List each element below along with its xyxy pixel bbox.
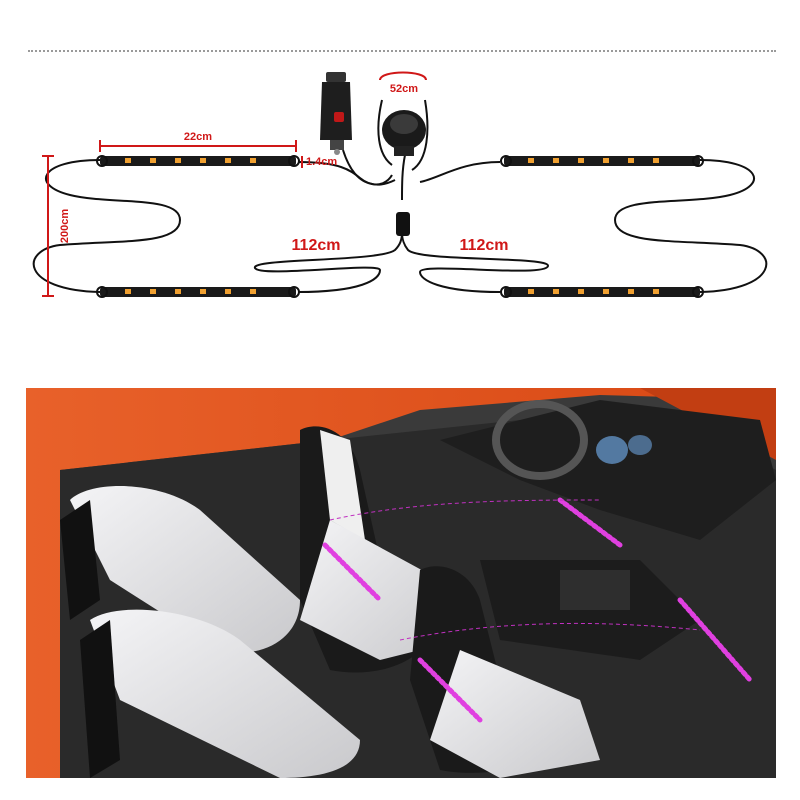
label-center-cable: 52cm bbox=[390, 83, 418, 95]
rear-seat-left bbox=[70, 486, 300, 653]
rear-seat-right bbox=[90, 609, 360, 778]
steering-wheel bbox=[492, 400, 588, 480]
wiring-diagram: 22cm 1.4cm 52cm 200cm 112cm 112cm bbox=[32, 71, 768, 298]
cable-branch-right bbox=[401, 231, 550, 293]
led-glow-strips bbox=[322, 497, 753, 723]
top-dotted-border bbox=[28, 50, 776, 52]
led-glow-right-front bbox=[557, 497, 623, 548]
led-wire-guides bbox=[329, 499, 701, 641]
label-strip-width: 1.4cm bbox=[306, 156, 337, 168]
car-body bbox=[26, 388, 776, 778]
strip-bottom-right bbox=[500, 286, 704, 298]
strip-top-left bbox=[96, 155, 300, 167]
controller-box-icon bbox=[382, 110, 426, 156]
cable-top-right bbox=[419, 161, 501, 183]
cigarette-plug-icon bbox=[320, 72, 352, 155]
led-glow-left-rear bbox=[417, 657, 483, 723]
cable-52cm-left bbox=[377, 99, 393, 166]
measure-lines bbox=[42, 71, 427, 297]
splitter-icon bbox=[396, 212, 410, 236]
led-glow-left-front bbox=[322, 542, 383, 603]
cable-branch-left bbox=[253, 231, 403, 293]
cable-52cm-right bbox=[411, 99, 429, 171]
label-branch-left: 112cm bbox=[292, 237, 341, 254]
cable-trunk bbox=[401, 154, 406, 201]
label-branch-right: 112cm bbox=[460, 237, 509, 254]
strip-bottom-left bbox=[96, 286, 300, 298]
dashboard bbox=[440, 400, 776, 540]
label-strip-length: 22cm bbox=[184, 131, 212, 143]
front-seat-cushion-right bbox=[430, 650, 600, 778]
strip-top-right bbox=[500, 155, 704, 167]
cable-right-loop bbox=[613, 159, 768, 293]
cables bbox=[32, 99, 768, 293]
label-side-cable: 200cm bbox=[59, 209, 71, 243]
led-glow-right-rear bbox=[677, 597, 753, 683]
cable-plug bbox=[342, 149, 393, 186]
